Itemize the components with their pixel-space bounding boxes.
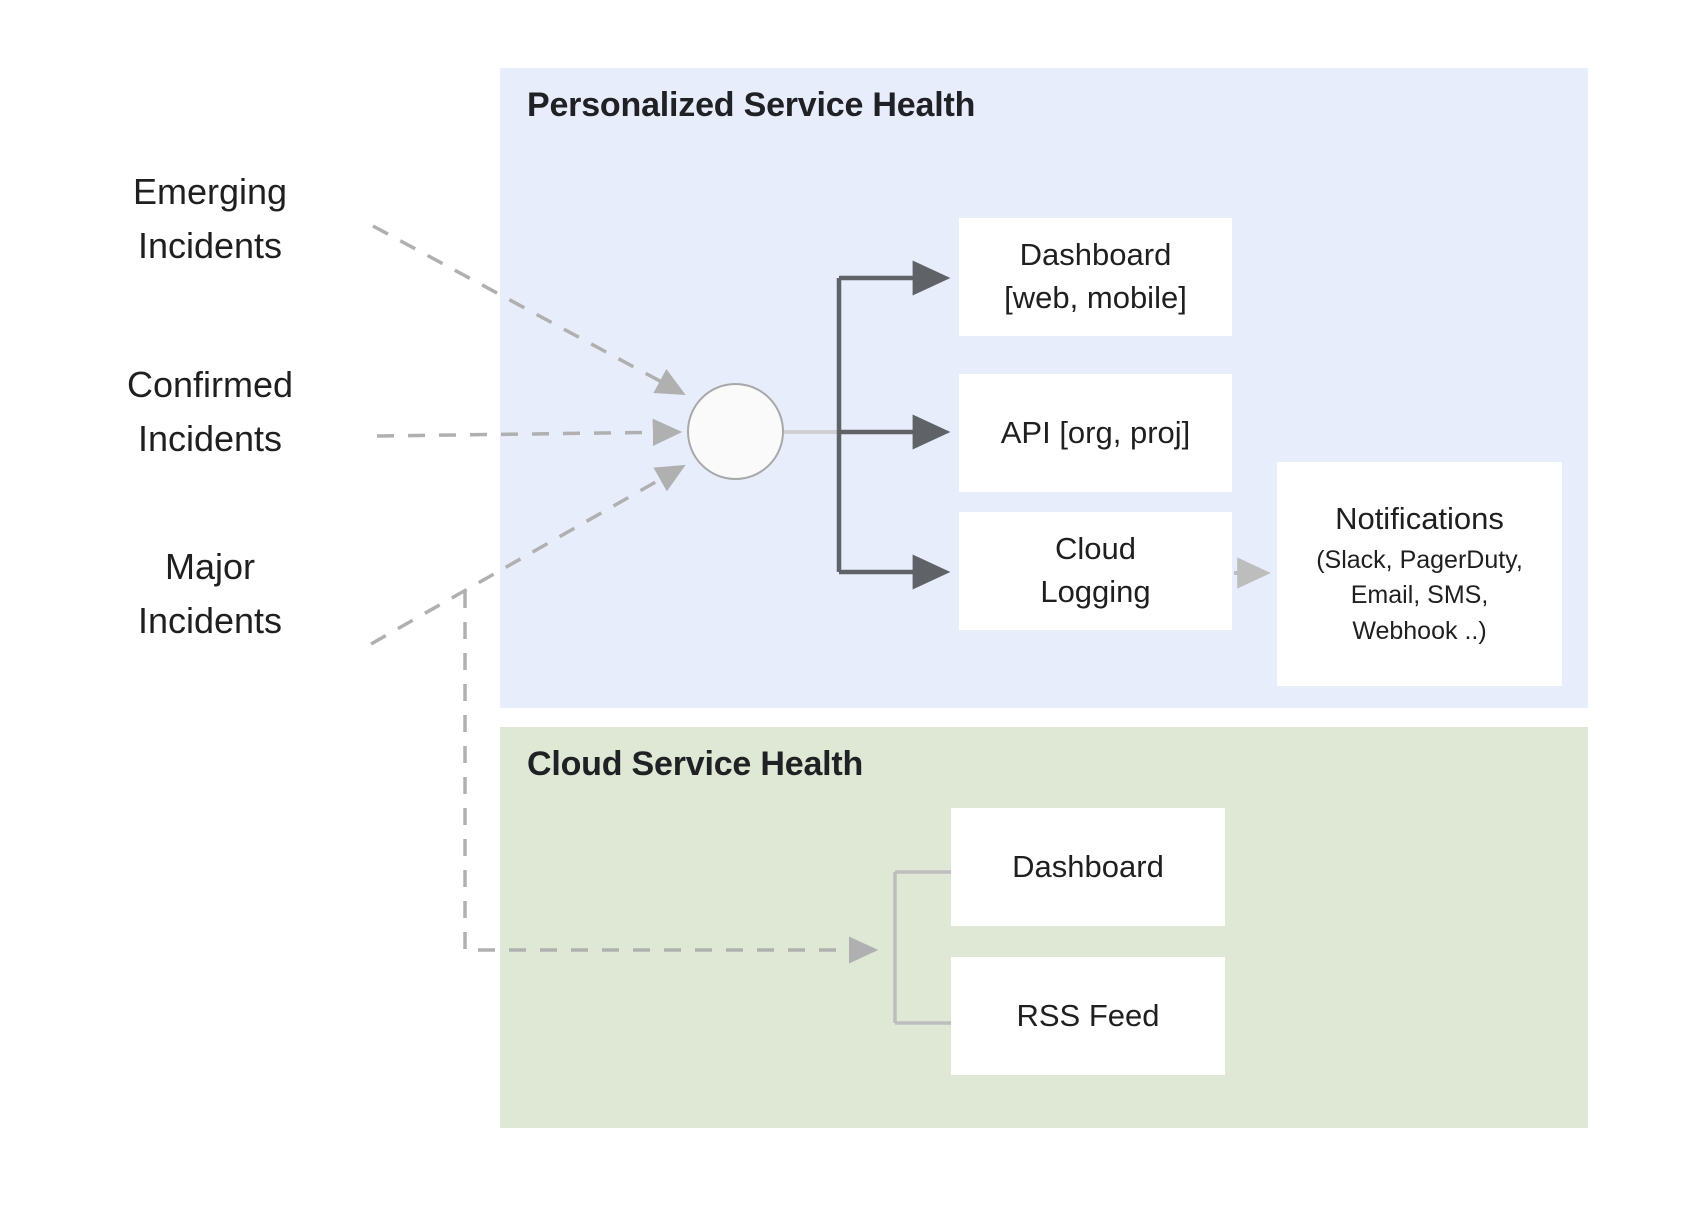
input-label-confirmed-incidents: Confirmed Incidents — [126, 364, 294, 459]
cloud-service-health-title: Cloud Service Health — [527, 745, 864, 783]
input-label-emerging-incidents: Emerging Incidents — [132, 171, 288, 266]
node-cloud-logging[interactable]: Cloud Logging — [959, 512, 1232, 630]
node-cloud-dashboard[interactable]: Dashboard — [951, 808, 1225, 926]
node-dashboard-web-mobile[interactable]: Dashboard [web, mobile] — [959, 218, 1232, 336]
notifications-title: Notifications — [1335, 500, 1504, 536]
node-api-org-proj[interactable]: API [org, proj] — [959, 374, 1232, 492]
node-rss-feed[interactable]: RSS Feed — [951, 957, 1225, 1075]
notifications-channels: (Slack, PagerDuty, Email, SMS, Webhook .… — [1316, 545, 1523, 645]
node-notifications[interactable]: Notifications (Slack, PagerDuty, Email, … — [1277, 462, 1562, 686]
personalized-service-health-title: Personalized Service Health — [527, 86, 976, 124]
incident-aggregator-node — [687, 383, 784, 480]
input-label-major-incidents: Major Incidents — [137, 546, 283, 641]
